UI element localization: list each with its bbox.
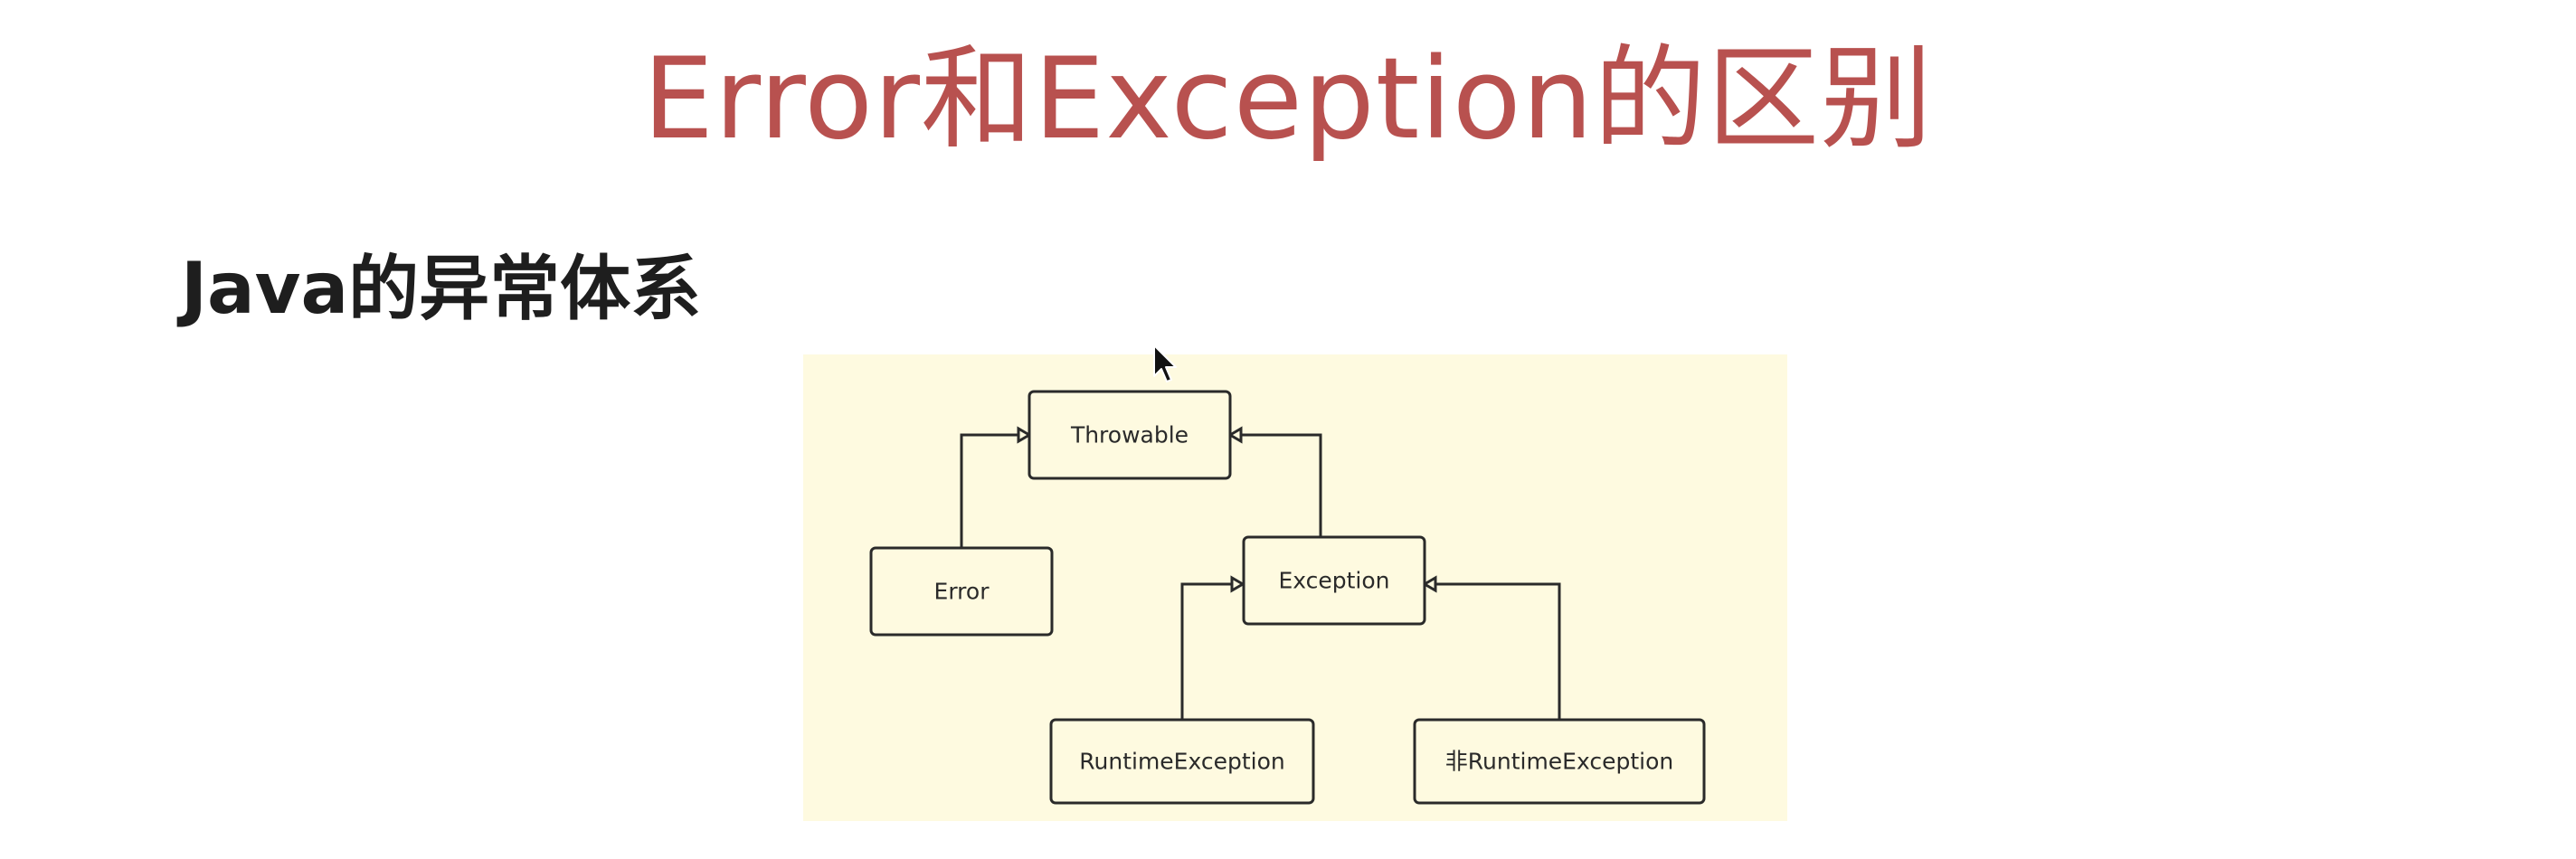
mouse-pointer-icon <box>1153 345 1177 382</box>
node-label-non-runtime-exception: 非RuntimeException <box>1445 749 1673 775</box>
edge-runtime-exception-to-exception <box>1180 575 1245 720</box>
node-error: Error <box>869 546 1054 637</box>
node-label-throwable: Throwable <box>1070 422 1189 448</box>
section-subtitle: Java的异常体系 <box>181 249 702 330</box>
node-exception: Exception <box>1242 535 1426 626</box>
node-label-error: Error <box>934 579 990 605</box>
diagram-canvas: Throwable Error Exception RuntimeExcepti… <box>869 390 1706 805</box>
node-label-runtime-exception: RuntimeException <box>1079 749 1284 775</box>
edge-non-runtime-exception-to-exception <box>1422 575 1561 720</box>
slide-title: Error和Exception的区别 <box>642 34 1934 165</box>
node-throwable: Throwable <box>1028 390 1232 480</box>
node-runtime-exception: RuntimeException <box>1049 718 1315 805</box>
edge-error-to-throwable <box>960 426 1032 548</box>
class-hierarchy-diagram: Throwable Error Exception RuntimeExcepti… <box>803 354 1787 821</box>
node-non-runtime-exception: 非RuntimeException <box>1413 718 1706 805</box>
edge-exception-to-throwable <box>1227 426 1322 537</box>
node-label-exception: Exception <box>1278 568 1389 594</box>
